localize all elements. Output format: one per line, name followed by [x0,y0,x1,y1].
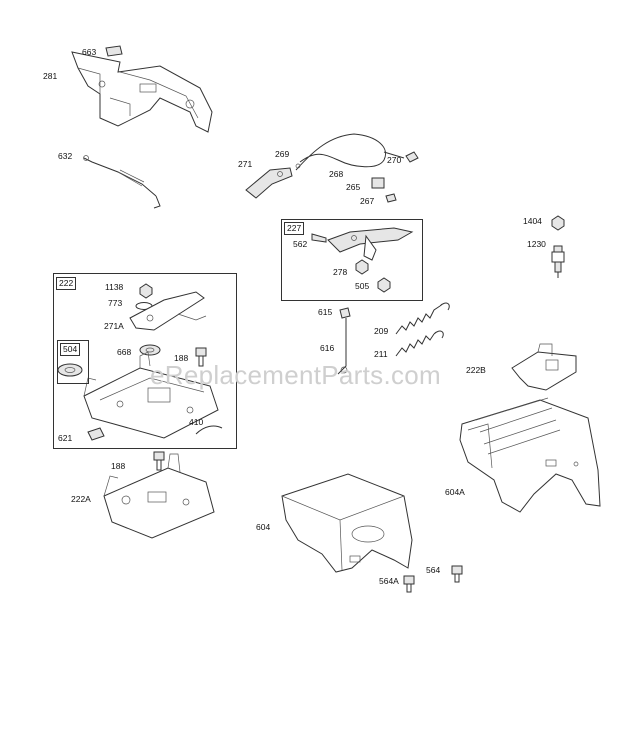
callout-410: 410 [189,417,204,427]
callout-621: 621 [58,433,73,443]
callout-1138: 1138 [105,282,124,292]
callout-270: 270 [387,155,402,165]
callout-281: 281 [43,71,58,81]
callout-209: 209 [374,326,389,336]
part-663-clip [105,45,123,57]
callout-564: 564 [426,565,441,575]
callout-188-upper: 188 [174,353,189,363]
group-227-label: 227 [284,222,305,235]
group-504-label: 504 [60,343,81,356]
part-1230-spark-plug [551,245,565,278]
part-base-plate [83,351,219,439]
part-211-spring [395,330,444,357]
part-222B-bracket [511,343,577,391]
part-562-bolt [311,233,327,243]
callout-1230: 1230 [527,239,546,249]
part-278-nut [355,259,369,275]
part-668-gear [139,344,161,356]
group-227-box [281,219,423,301]
callout-773: 773 [108,298,123,308]
part-505-nut [377,277,391,293]
group-504-box [57,340,89,384]
callout-267: 267 [360,196,375,206]
callout-604: 604 [256,522,271,532]
part-188-bolt-upper [195,347,207,367]
callout-1404: 1404 [523,216,542,226]
part-271-lever [245,167,293,199]
group-222-label: 222 [56,277,77,290]
callout-265: 265 [346,182,361,192]
part-1138-nut [139,283,153,299]
callout-211: 211 [374,349,388,359]
callout-616: 616 [320,343,335,353]
callout-615: 615 [318,307,333,317]
part-267-screw [385,193,397,203]
part-621-clip [87,427,105,441]
callout-663: 663 [82,47,97,57]
callout-222A: 222A [71,494,91,504]
part-222A-plate [103,453,215,539]
part-564-screw [451,565,463,583]
part-504-kit [57,363,83,377]
part-227-lever-assembly [327,227,414,261]
part-632-rod [83,155,161,209]
part-188-bolt-lower [153,451,165,471]
callout-271: 271 [238,159,253,169]
part-564A-screw [403,575,415,593]
part-281-bracket [71,51,213,133]
watermark: eReplacementParts.com [150,360,441,390]
callout-268: 268 [329,169,344,179]
part-269-cable [295,133,405,171]
part-604-housing [281,473,413,573]
part-209-spring [395,302,450,335]
callout-562: 562 [293,239,308,249]
callout-668: 668 [117,347,132,357]
part-410-wire [195,425,223,435]
part-271A-lever [129,291,207,331]
part-1404-nut [551,215,565,231]
part-615-616-link [337,307,351,375]
callout-564A: 564A [379,576,399,586]
part-265-block [371,177,385,189]
callout-269: 269 [275,149,290,159]
callout-505: 505 [355,281,370,291]
callout-222B: 222B [466,365,486,375]
callout-604A: 604A [445,487,465,497]
callout-632: 632 [58,151,73,161]
callout-271A: 271A [104,321,124,331]
part-604A-housing [459,397,601,513]
callout-278: 278 [333,267,348,277]
group-222-box [53,273,237,449]
callout-188-lower: 188 [111,461,126,471]
part-270-clip [405,151,419,163]
